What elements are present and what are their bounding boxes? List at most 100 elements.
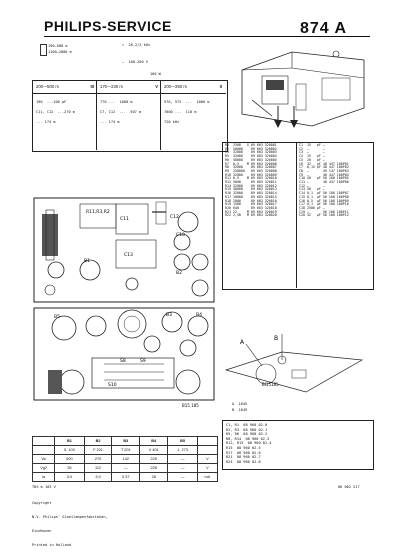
valve-header-cell: B5 [167,436,198,446]
parts-cell: R16 [225,191,231,196]
valve-cell: 3,0 [54,472,85,482]
s8-label: S8 [120,358,126,364]
valve-cell: 225 [139,454,169,464]
parts-cell: 32000 [232,191,243,196]
valve-type-row: 5, 103 F 201 T 201 V 401 1, 273 [31,445,219,455]
band-3-freq: 200—250 m II [164,84,222,89]
valve-row-label: Ia [31,472,56,482]
parts-cell: R22 [225,213,231,218]
parts-cell: 5000 [232,180,241,185]
parts-cell: 09 603 320006 [250,161,277,166]
s9-label: S9 [140,358,146,364]
dial-label-b: B [274,335,278,342]
parts-cell: 1500 [232,202,241,207]
band-1-freq-text: 200—500 m [36,84,59,89]
parts-cell: 09 603 320013 [250,187,277,192]
valve-table: B1 B2 B3 B4 B5 5, 103 F 201 T 201 V 401 … [31,436,219,482]
parts-cell: 22 [232,209,237,214]
capacitor-row: C2—— [298,147,350,152]
bottom-diagram-ref: B15 185 [182,403,199,408]
footer-left-note: TDS m 103 V [32,485,56,489]
capacitor-row: C8—49 147 100P03 [298,168,350,174]
parts-cell: µF [316,198,321,203]
parts-cell: 50 [306,176,311,181]
parts-cell: 50 [306,187,311,192]
parts-cell: R8 [225,165,229,170]
service-part-line: R17 08 960 02.6 [226,450,261,455]
parts-cell: µF [316,202,321,207]
valve-header-cell: B2 [83,436,113,446]
band-2-roman: V [155,84,158,89]
parts-cell: C8 [299,168,303,173]
valve-row-va: Va 500 270 142 225 — V [31,454,219,464]
header-rule [44,36,370,37]
parts-cell: — [322,157,325,162]
parts-cell: R12 [225,180,231,185]
parts-cell: pF [316,161,321,166]
brand-title: PHILIPS-SERVICE [44,18,172,34]
model-number: 874 A [300,20,348,37]
parts-cell: M [246,176,249,181]
range-line-1: 190—580 m [48,44,68,48]
band-3-roman: II [219,84,222,89]
capacitor-row: C9—48 447 100P04 [298,172,350,178]
parts-cell: R2 [225,146,229,151]
parts-cell: 09 603 320010 [250,176,277,181]
valve-unit: V [196,463,219,473]
band-2-row-3: ... 174 m [100,120,120,124]
valve-type-cell [196,445,219,455]
parts-cell: 56 100 100P07 [322,191,349,196]
capacitor-row: C11—48 447 100P06 [298,180,350,185]
valve-header-cell [31,436,56,446]
dial-ref: BI15185 [262,382,279,387]
service-part-line: R8, R14 08 960 02.3 [226,436,270,441]
parts-list-frame [222,142,374,290]
band-3-row-2: 7000 ... 110 m [164,110,197,114]
valve-header-cell: B1 [54,436,85,446]
copyright-line: Printed in Holland [32,542,71,547]
parts-cell: 56 100 100P10 [322,202,349,207]
parts-cell: — [322,187,325,192]
parts-cell: 48 447 100P06 [322,180,349,185]
parts-cell: 09 603 320001 [250,143,277,147]
parts-cell: 0,1 [306,194,313,199]
copyright-line: Eindhoven [32,528,52,533]
parts-cell: R9 [225,168,229,173]
b4-label: B4 [196,312,202,318]
parts-cell: µF [316,194,321,199]
capacitor-row: C19—56 100 100P11 [298,210,350,215]
variant-b: B 1849 [232,408,248,412]
parts-cell: 0,5 [232,161,239,166]
parts-cell: 56 100 100P05 [322,176,349,181]
parts-cell: R17 [225,194,231,199]
parts-cell: 2500 [232,143,241,147]
valve-cell: 3,0 [83,472,113,482]
valve-type-cell: T 201 [111,445,141,455]
parts-cell: 32 [306,161,311,166]
parts-cell: 50000 [232,157,243,162]
parts-cell: 0,5 [306,198,313,203]
b5-label: B5 [54,314,60,320]
valve-cell: 0,37 [111,472,141,482]
service-part-line: R21 08 960 02.7 [226,455,261,460]
parts-cell: C9 [299,172,303,177]
band-divider-1 [96,80,97,150]
valve-cell: 500 [54,454,85,464]
band-3-row-3: 720 kHz [164,120,180,124]
valve-cell: — [167,454,198,464]
parts-cell: pF [316,187,321,192]
parts-cell: C10 [299,176,305,181]
parts-cell: R20 [225,205,231,210]
parts-cell: C3 [299,150,303,155]
